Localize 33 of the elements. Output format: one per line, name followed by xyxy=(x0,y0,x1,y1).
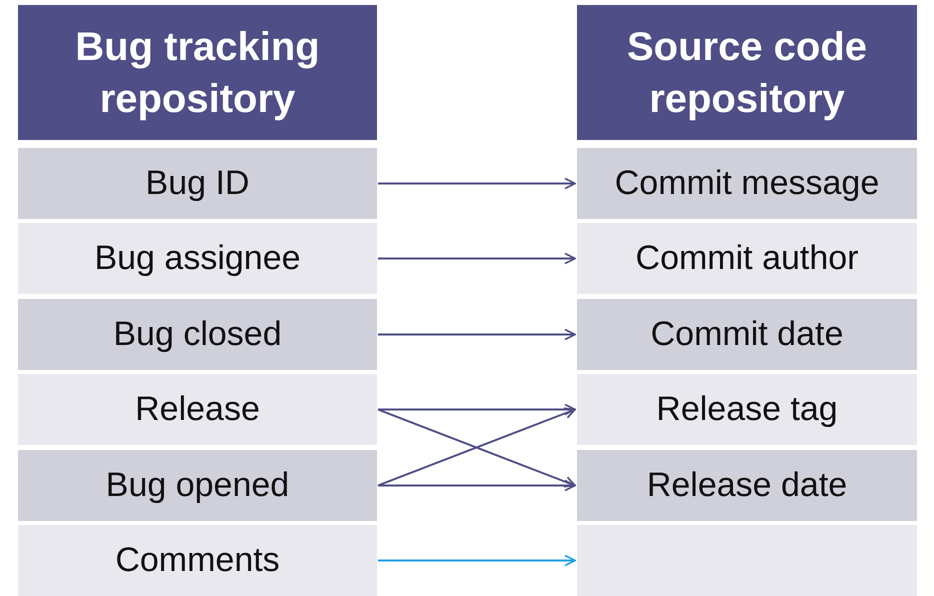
row-label: Release tag xyxy=(656,390,838,429)
table-header xyxy=(18,5,377,140)
table-header xyxy=(577,5,917,140)
row-label: Bug assignee xyxy=(94,239,301,278)
table-row xyxy=(577,450,917,521)
arrow xyxy=(378,252,576,264)
row-label: Commit author xyxy=(636,239,858,278)
arrow xyxy=(378,178,576,190)
header-text: Bug tracking repository xyxy=(74,24,321,122)
table-row xyxy=(18,148,377,219)
arrow xyxy=(378,480,576,492)
table-row xyxy=(18,299,377,370)
table-row xyxy=(18,374,377,445)
row-label: Bug opened xyxy=(106,466,290,505)
arrow xyxy=(378,554,576,566)
row-label: Bug closed xyxy=(113,315,282,354)
arrow xyxy=(378,404,576,416)
row-label: Commit date xyxy=(650,315,844,354)
table-row xyxy=(577,148,917,219)
table-row xyxy=(18,525,377,596)
table-row xyxy=(18,223,377,294)
empty-row xyxy=(577,525,917,596)
table-row xyxy=(18,450,377,521)
table-row xyxy=(577,299,917,370)
row-label: Release date xyxy=(646,466,848,505)
table-row xyxy=(577,374,917,445)
arrow xyxy=(378,328,576,340)
table-row xyxy=(577,223,917,294)
row-label: Comments xyxy=(115,541,280,580)
row-label: Bug ID xyxy=(146,164,250,203)
row-label: Release xyxy=(135,390,260,429)
row-label: Commit message xyxy=(614,164,880,203)
header-text: Source code repository xyxy=(626,24,868,122)
